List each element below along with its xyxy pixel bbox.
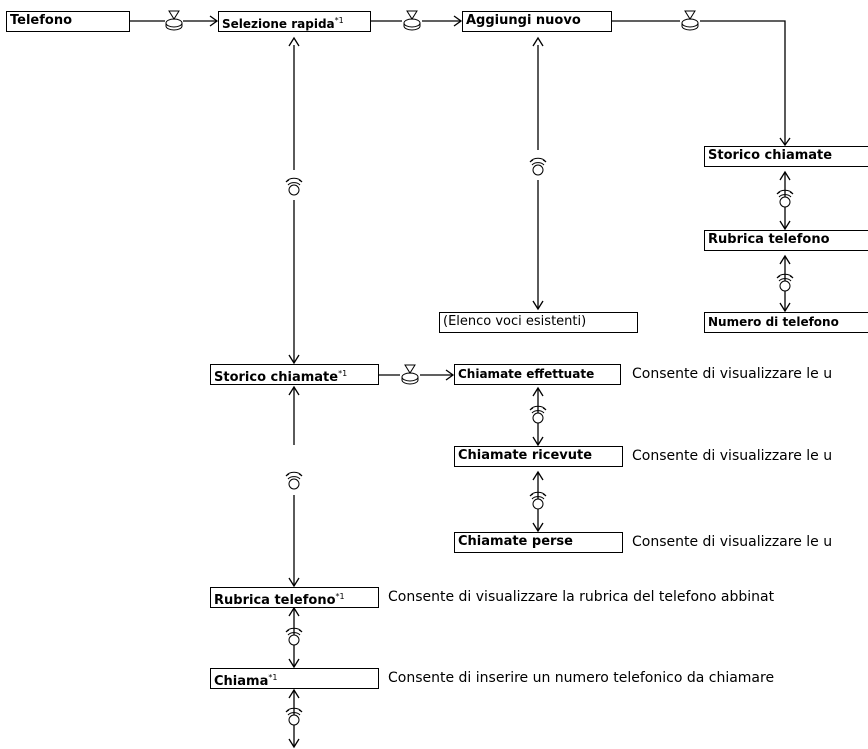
footnote-mark: *1 (334, 16, 344, 25)
arrowhead-er-down (532, 436, 544, 447)
arrowhead-aggiungi (453, 15, 463, 27)
node-storico-chiamate-right: Storico chiamate (704, 146, 868, 167)
arrowhead-storico-down (288, 354, 300, 365)
press-knob-icon (165, 10, 183, 31)
desc-chiama: Consente di inserire un numero telefonic… (388, 670, 775, 686)
node-elenco-voci-esistenti: (Elenco voci esistenti) (439, 312, 638, 333)
arrowhead-rs1-up (779, 170, 791, 181)
node-chiamate-perse-label: Chiamate perse (458, 534, 573, 549)
press-knob-icon (401, 364, 419, 385)
node-rubrica-telefono-right: Rubrica telefono (704, 230, 868, 251)
arrowhead-er-up (532, 386, 544, 397)
node-chiama: Chiama*1 (210, 668, 379, 689)
node-aggiungi-nuovo: Aggiungi nuovo (462, 11, 612, 32)
node-storico-chiamate: Storico chiamate*1 (210, 364, 379, 385)
arrowhead-storico-right (779, 137, 791, 147)
node-rubrica-telefono-label: Rubrica telefono (214, 593, 336, 608)
desc-rubrica-telefono: Consente di visualizzare la rubrica del … (388, 589, 775, 605)
connector-to-storico-right (700, 20, 786, 145)
node-chiamate-ricevute-label: Chiamate ricevute (458, 448, 593, 463)
node-telefono-label: Telefono (10, 13, 73, 28)
node-telefono: Telefono (6, 11, 130, 32)
desc-chiamate-perse: Consente di visualizzare le u (632, 534, 833, 550)
node-selezione-rapida: Selezione rapida*1 (218, 11, 371, 32)
footnote-mark: *1 (338, 369, 348, 378)
arrowhead-rc-up (288, 606, 300, 617)
node-numero-di-telefono: Numero di telefono (704, 312, 868, 333)
arrowhead-aggiungi-up (532, 36, 544, 47)
node-numero-di-telefono-label: Numero di telefono (708, 315, 839, 329)
node-aggiungi-nuovo-label: Aggiungi nuovo (466, 13, 581, 28)
footnote-mark: *1 (268, 673, 278, 682)
node-chiama-label: Chiama (214, 674, 269, 689)
arrowhead-rc-down (288, 658, 300, 669)
arrowhead-storico-up (288, 385, 300, 396)
node-chiamate-effettuate-label: Chiamate effettuate (458, 367, 595, 381)
arrowhead-chiama-up (288, 688, 300, 699)
arrowhead-rs2-up (779, 254, 791, 265)
desc-chiamate-ricevute: Consente di visualizzare le u (632, 448, 833, 464)
node-storico-chiamate-label: Storico chiamate (214, 370, 339, 385)
arrowhead-rp-up (532, 470, 544, 481)
rotate-knob-icon (285, 177, 303, 196)
arrowhead-rp-down (532, 522, 544, 533)
node-rubrica-telefono-right-label: Rubrica telefono (708, 232, 830, 247)
node-selezione-rapida-label: Selezione rapida (222, 17, 335, 31)
node-chiamate-ricevute: Chiamate ricevute (454, 446, 623, 467)
arrowhead-selezione-up (288, 36, 300, 47)
rotate-knob-icon (285, 471, 303, 490)
arrowhead-elenco-down (532, 300, 544, 311)
node-elenco-voci-esistenti-label: (Elenco voci esistenti) (443, 314, 587, 329)
node-chiamate-perse: Chiamate perse (454, 532, 623, 553)
arrowhead-rs1-down (779, 220, 791, 231)
node-chiamate-effettuate: Chiamate effettuate (454, 364, 621, 385)
node-rubrica-telefono: Rubrica telefono*1 (210, 587, 379, 608)
node-storico-chiamate-right-label: Storico chiamate (708, 148, 833, 163)
arrowhead-bottom-down (288, 738, 300, 749)
arrowhead-rubrica-down (288, 577, 300, 588)
arrowhead-selezione (209, 15, 219, 27)
press-knob-icon (403, 10, 421, 31)
arrowhead-rs2-down (779, 302, 791, 313)
press-knob-icon (681, 10, 699, 31)
desc-chiamate-effettuate: Consente di visualizzare le u (632, 366, 833, 382)
arrowhead-effettuate (445, 369, 455, 381)
footnote-mark: *1 (335, 592, 345, 601)
rotate-knob-icon (529, 157, 547, 176)
